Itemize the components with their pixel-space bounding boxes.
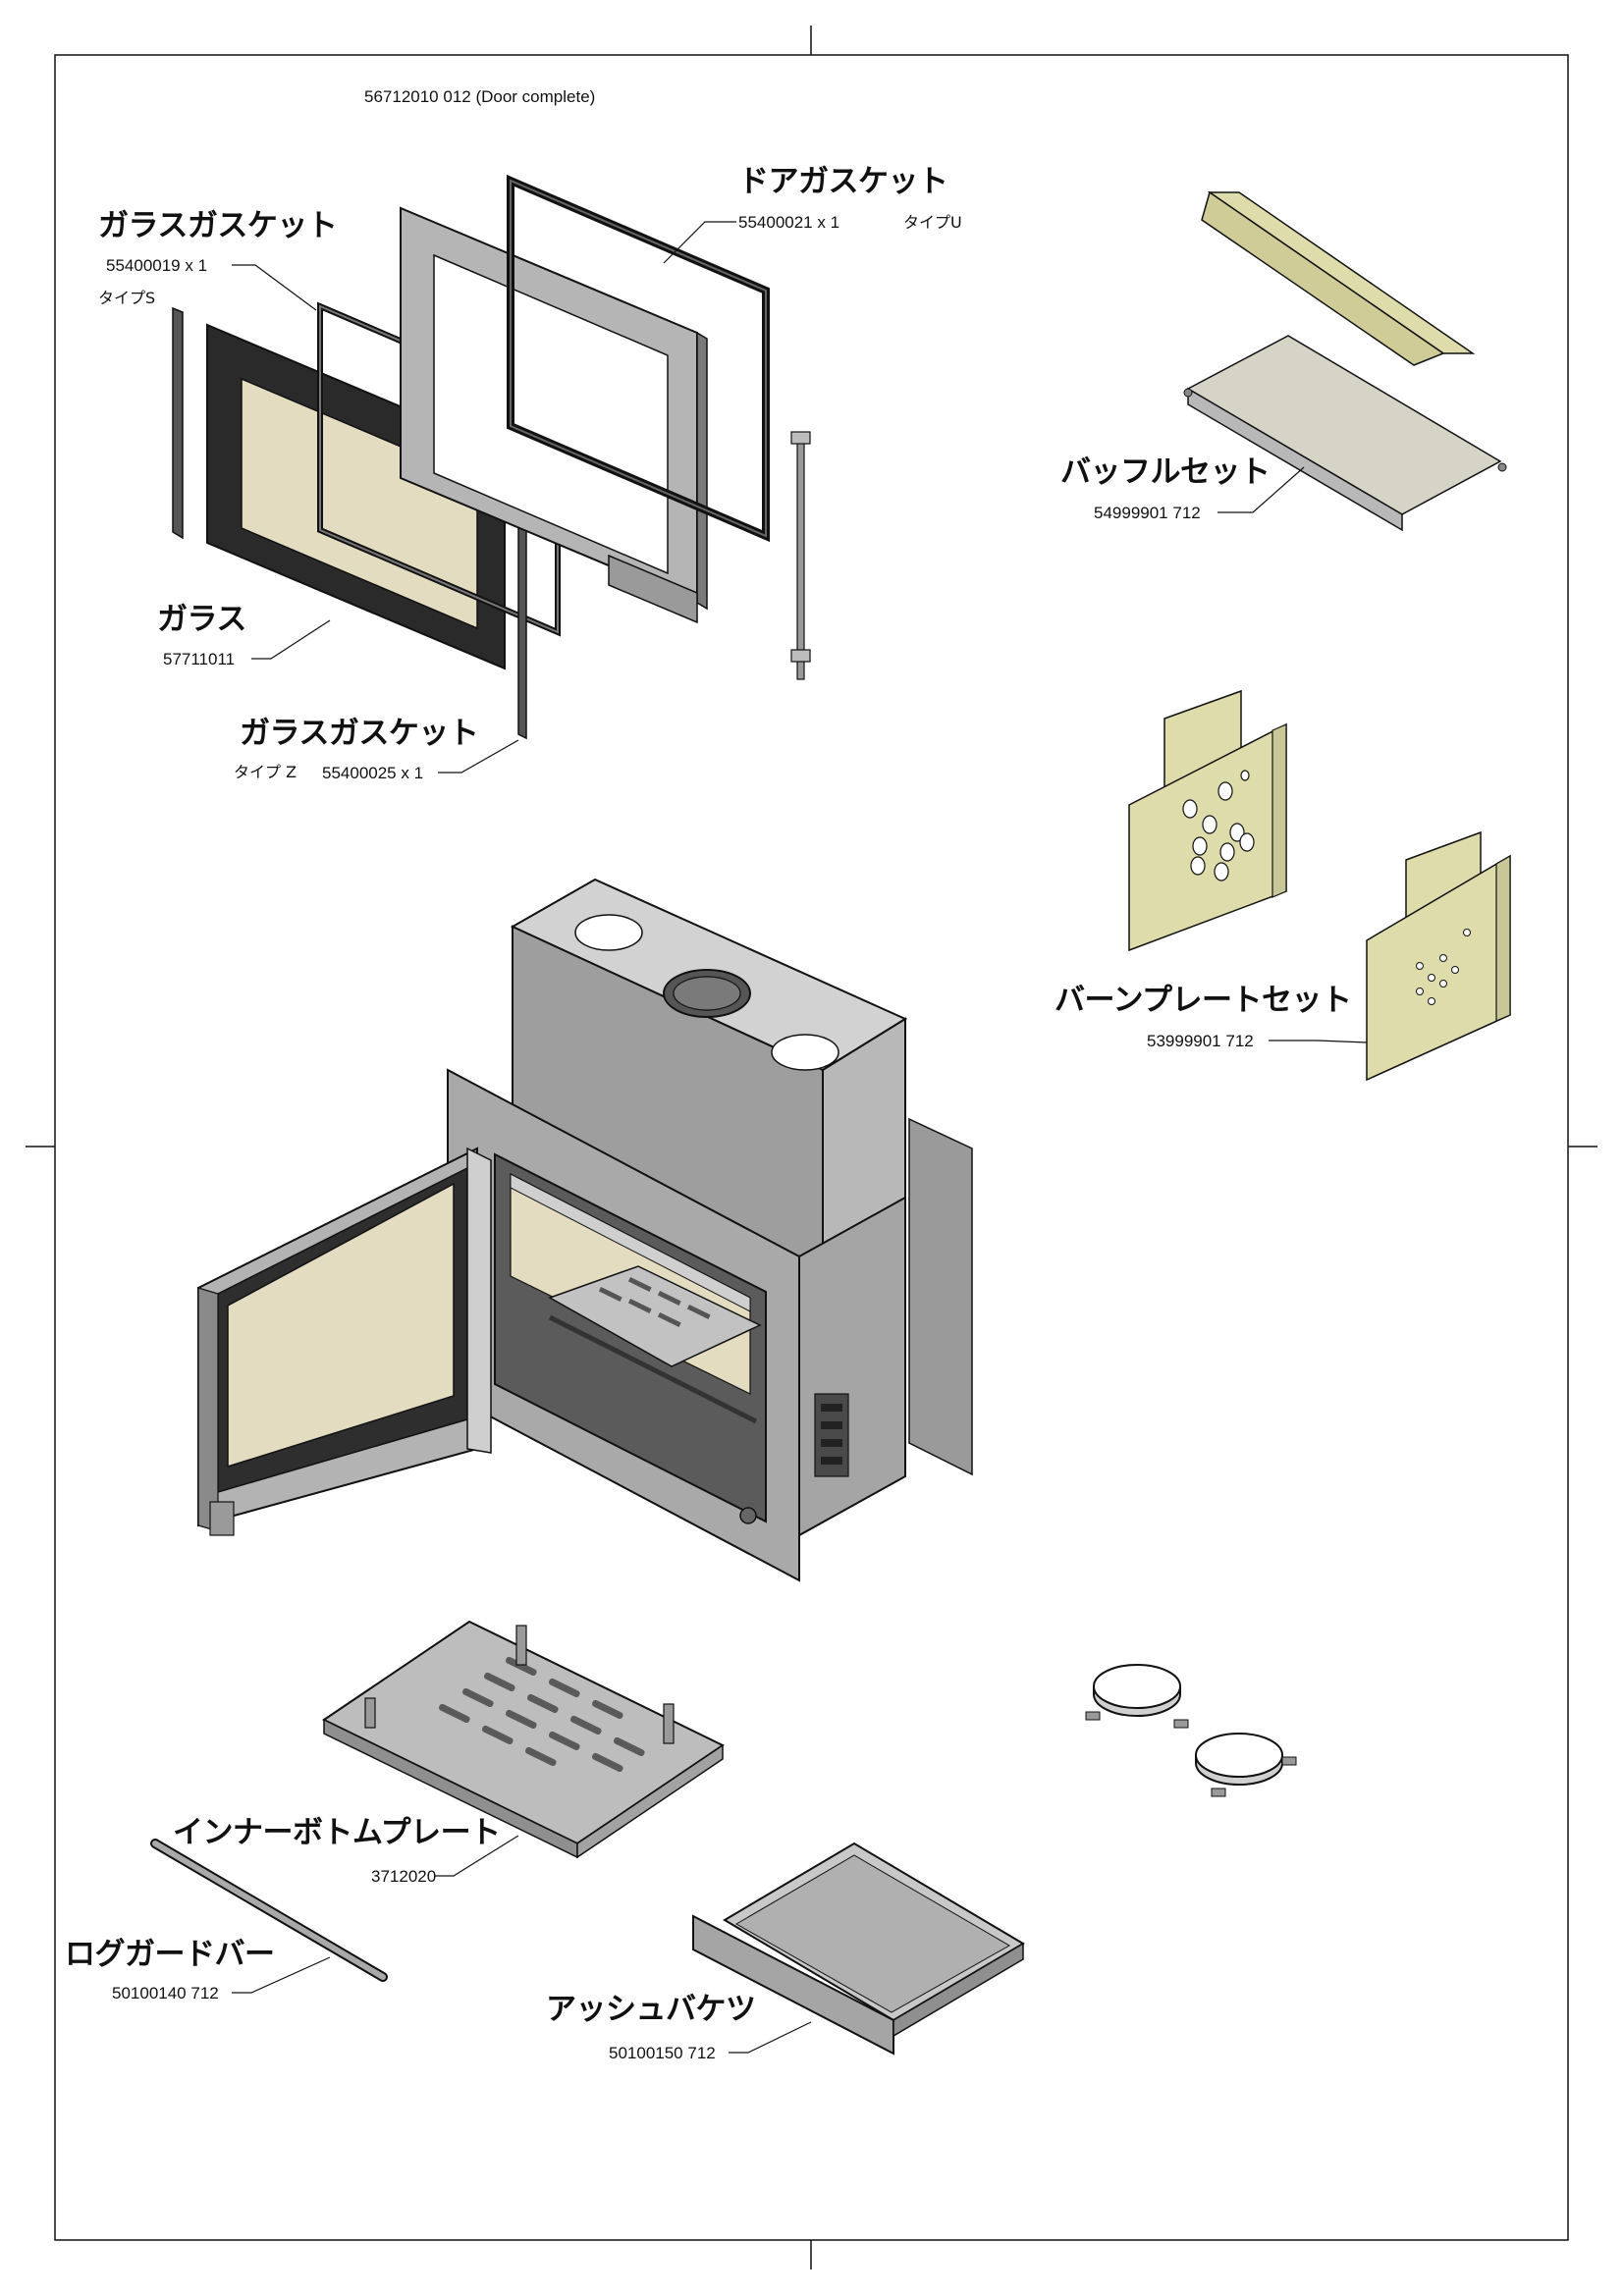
glass-gasket-s-type: タイプS (98, 289, 156, 307)
glass-gasket-z-type: タイプ Z (234, 763, 298, 781)
drawing-frame (26, 26, 1597, 2269)
baffle-set-number: 54999901 712 (1094, 504, 1201, 522)
ash-bucket-label: アッシュバケツ (546, 1992, 756, 2027)
ash-bucket-illustration (692, 1842, 1025, 2056)
baffle-set-label: バッフルセット (1060, 454, 1271, 490)
glass-gasket-z-illustration (517, 495, 527, 740)
glass-gasket-s-number: 55400019 x 1 (106, 256, 208, 275)
glass-number: 57711011 (163, 650, 236, 668)
log-guard-bar-number: 50100140 712 (112, 1984, 219, 2002)
inner-bottom-plate-illustration (322, 1620, 725, 1859)
glass-gasket-z-number: 55400025 x 1 (322, 764, 424, 782)
glass-label: ガラス (157, 602, 246, 637)
baffle-set-illustration (1183, 190, 1507, 532)
inner-bottom-plate-label: インナーボトムプレート (173, 1815, 501, 1850)
door-complete-part-number: 56712010 012 (Door complete) (364, 87, 596, 106)
burn-plate-set-label: バーンプレートセット (1055, 983, 1352, 1018)
leader-lines (232, 221, 1368, 2054)
log-guard-bar-label: ログガードバー (65, 1937, 275, 1972)
glass-gasket-strip-illustration (172, 306, 184, 540)
inner-bottom-plate-number: 3712020 (371, 1867, 437, 1886)
door-gasket-illustration (507, 174, 770, 543)
hinge-rod-illustration (790, 431, 811, 680)
stove-body-illustration (447, 878, 973, 1582)
glass-gasket-s-label: ガラスガスケット (98, 208, 338, 243)
door-gasket-number: 55400021 x 1 (738, 213, 840, 232)
door-gasket-label: ドアガスケット (738, 164, 948, 199)
door-gasket-type: タイプU (903, 213, 962, 232)
ash-bucket-number: 50100150 712 (609, 2044, 716, 2062)
inner-door-frame-illustration (400, 206, 708, 624)
pipe-clamps-illustration (1085, 1664, 1297, 1797)
log-guard-bar-illustration (150, 1839, 388, 1982)
glass-gasket-z-label: ガラスガスケット (240, 716, 479, 751)
burn-plate-set-number: 53999901 712 (1147, 1032, 1254, 1050)
open-door-illustration (197, 1147, 492, 1536)
burn-plate-set-illustration (1128, 689, 1511, 1082)
